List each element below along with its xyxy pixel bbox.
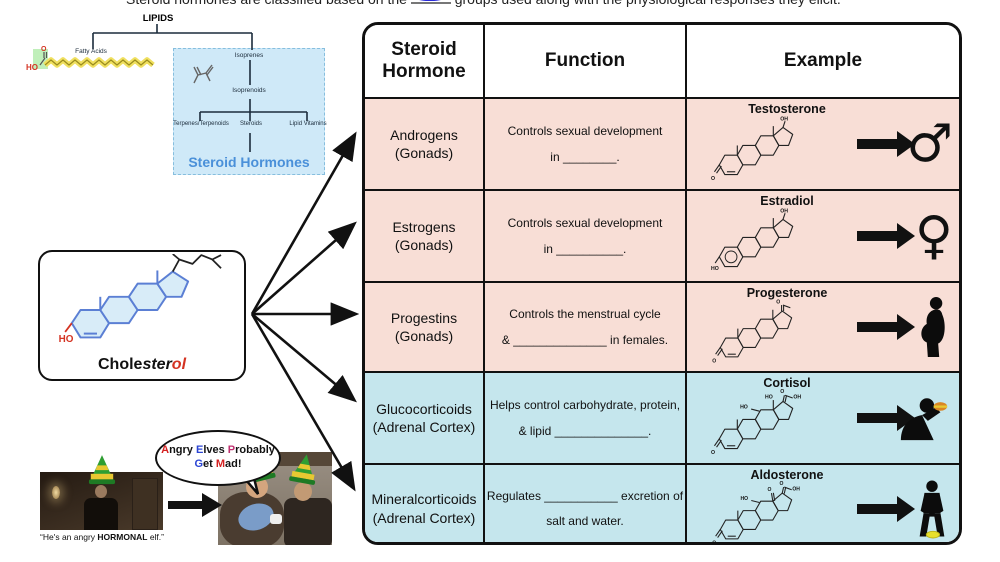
isoprenes-label: Isoprenes: [234, 52, 264, 59]
function-cell: Controls sexual development in ________.: [483, 99, 685, 189]
example-cell: Progesterone O O: [685, 283, 959, 371]
bubble-line-1: Angry Elves Probably: [161, 444, 275, 457]
isoprene-structure-icon: [193, 64, 214, 84]
svg-text:HO: HO: [765, 395, 773, 401]
lipid-vitamins-label: Lipid Vitamins: [289, 121, 327, 127]
svg-text:HO: HO: [740, 404, 748, 410]
svg-text:OH: OH: [793, 395, 801, 401]
svg-text:O: O: [767, 487, 771, 493]
man-eating-burger-icon: [900, 398, 948, 441]
lipids-root-label: LIPIDS: [142, 13, 174, 24]
aldosterone-structure-icon: O HO O O OH: [712, 481, 800, 545]
function-cell: Helps control carbohydrate, protein, & l…: [483, 373, 685, 463]
steroid-hormone-table: Steroid Hormone Function Example Androge…: [362, 22, 962, 545]
lamp-shape: [52, 486, 60, 499]
top-sentence-before: Steroid hormones are classified based on…: [126, 0, 407, 7]
testosterone-structure-icon: O OH: [711, 117, 794, 182]
steroid-hormones-label: Steroid Hormones: [188, 154, 310, 170]
example-cell: Estradiol HO OH ♀: [685, 191, 959, 281]
svg-text:OH: OH: [780, 117, 788, 123]
top-sentence: Steroid hormones are classified based on…: [126, 0, 906, 7]
cholesterol-structure-icon: HO: [59, 254, 222, 345]
svg-text:HO: HO: [741, 496, 749, 502]
fatty-acid-o-label: O: [41, 46, 47, 53]
progesterone-structure-icon: O O: [712, 300, 793, 364]
man-head: [95, 485, 107, 498]
example-cell: Aldosterone O HO O O: [685, 465, 959, 545]
fatty-acid-structure-icon: HO O: [26, 46, 155, 72]
header-example: Example: [685, 25, 959, 97]
cholesterol-ho-label: HO: [59, 334, 74, 345]
example-name: Estradiol: [760, 194, 814, 208]
elf-hat-icon: [88, 455, 116, 485]
elf-hat-icon: [289, 454, 316, 485]
header-steroid-hormone: Steroid Hormone: [382, 39, 466, 82]
meme-caption: “He's an angry HORMONAL elf.”: [40, 532, 164, 542]
arrow-icon: [857, 131, 915, 157]
man-silhouette: [84, 498, 118, 530]
male-symbol-icon: ♂: [906, 114, 953, 174]
svg-text:O: O: [712, 358, 716, 364]
steroid-hormones-tree-box: Isoprenes Isoprenoids Terpenes/Terpenoid…: [173, 48, 327, 175]
svg-text:O: O: [776, 300, 780, 306]
cholesterol-box: HO Cholesterol: [38, 250, 246, 381]
fill-in-blank-blue-ink: [410, 0, 451, 4]
arrow-icon: [857, 405, 915, 431]
hormone-cell: Mineralcorticoids (Adrenal Cortex): [365, 465, 483, 542]
fatty-acids-label: Fatty Acids: [75, 48, 107, 55]
hormone-cell: Glucocorticoids (Adrenal Cortex): [365, 373, 483, 463]
svg-text:O: O: [712, 540, 716, 545]
example-name: Aldosterone: [750, 468, 824, 482]
example-cell: Testosterone O OH ♂: [685, 99, 959, 189]
hormone-name: Androgens: [390, 126, 458, 143]
table-row-estrogens: Estrogens (Gonads) Controls sexual devel…: [365, 189, 959, 281]
hormone-source: (Gonads): [394, 145, 454, 161]
meme-arrow-icon: [168, 493, 222, 517]
svg-text:O: O: [780, 481, 784, 487]
table-row-androgens: Androgens (Gonads) Controls sexual devel…: [365, 97, 959, 189]
example-name: Testosterone: [748, 102, 826, 116]
example-name: Progesterone: [746, 286, 828, 300]
cholesterol-label: Cholesterol: [97, 356, 187, 373]
svg-text:OH: OH: [792, 486, 800, 492]
second-man-body: [284, 498, 332, 545]
speech-bubble: Angry Elves Probably Get Mad!: [155, 430, 281, 486]
arrow-icon: [857, 314, 915, 340]
header-function: Function: [483, 25, 685, 97]
cortisol-structure-icon: O HO HO O OH: [711, 389, 801, 456]
svg-text:HO: HO: [711, 266, 719, 272]
table-row-mineralcorticoids: Mineralcorticoids (Adrenal Cortex) Regul…: [365, 463, 959, 545]
hormone-cell: Progestins (Gonads): [365, 283, 483, 371]
function-cell: Controls the menstrual cycle & _________…: [483, 283, 685, 371]
svg-text:O: O: [780, 389, 784, 395]
steroids-label: Steroids: [239, 121, 262, 127]
estradiol-structure-icon: HO OH: [711, 209, 794, 272]
fatty-acid-ho-label: HO: [26, 63, 38, 72]
urinating-man-icon: [919, 480, 945, 538]
svg-text:OH: OH: [780, 209, 788, 215]
pregnant-woman-icon: [921, 297, 945, 357]
table-row-progestins: Progestins (Gonads) Controls the menstru…: [365, 281, 959, 371]
example-name: Cortisol: [763, 376, 811, 390]
top-sentence-after: groups used along with the physiological…: [455, 0, 841, 7]
bubble-line-2: Get Mad!: [194, 458, 242, 470]
door-shape: [132, 478, 158, 530]
female-symbol-icon: ♀: [914, 206, 953, 266]
hormone-cell: Androgens (Gonads): [365, 99, 483, 189]
shirt-cuff-shape: [270, 514, 282, 524]
table-row-glucocorticoids: Glucocorticoids (Adrenal Cortex) Helps c…: [365, 371, 959, 463]
arrow-icon: [857, 223, 915, 249]
table-header-row: Steroid Hormone Function Example: [365, 25, 959, 97]
hormone-cell: Estrogens (Gonads): [365, 191, 483, 281]
function-cell: Controls sexual development in _________…: [483, 191, 685, 281]
svg-text:O: O: [711, 176, 715, 182]
function-cell: Regulates ___________ excretion of salt …: [483, 465, 685, 542]
arrow-icon: [857, 495, 915, 522]
example-cell: Cortisol O HO HO O OH: [685, 373, 959, 463]
svg-text:O: O: [711, 450, 715, 456]
elf-movie-still: [40, 455, 163, 530]
